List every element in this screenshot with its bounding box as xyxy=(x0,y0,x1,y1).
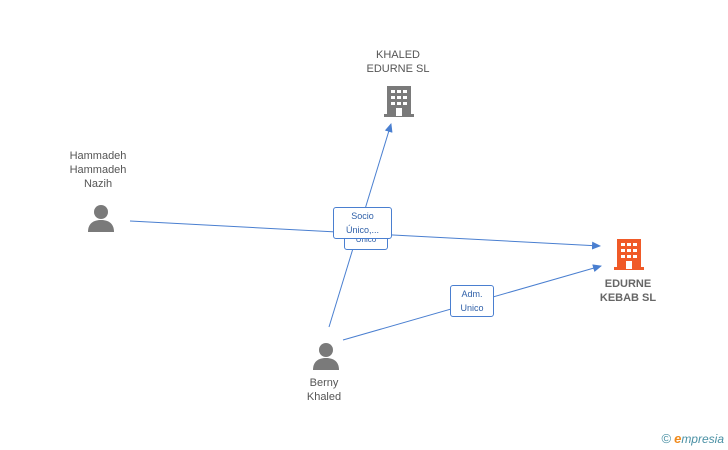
edge-label-adm-unico[interactable]: Adm. Unico xyxy=(450,285,494,317)
edurne-kebab-label[interactable]: EDURNE KEBAB SL xyxy=(599,278,657,304)
brand-text: mpresia xyxy=(681,432,724,446)
empresia-logo: ©empresia xyxy=(661,431,724,446)
person-icon[interactable] xyxy=(311,341,341,371)
building-icon[interactable] xyxy=(384,84,414,118)
edge-label-socio-unico[interactable]: Socio Único,... xyxy=(333,207,392,239)
berny-label[interactable]: Berny Khaled xyxy=(306,377,342,403)
building-icon[interactable] xyxy=(614,237,644,271)
brand-e: e xyxy=(674,431,682,446)
khaled-edurne-label[interactable]: KHALED EDURNE SL xyxy=(366,49,430,75)
person-icon[interactable] xyxy=(86,203,116,233)
copyright-symbol: © xyxy=(661,431,672,446)
hammadeh-label[interactable]: Hammadeh Hammadeh Nazih xyxy=(69,150,127,190)
